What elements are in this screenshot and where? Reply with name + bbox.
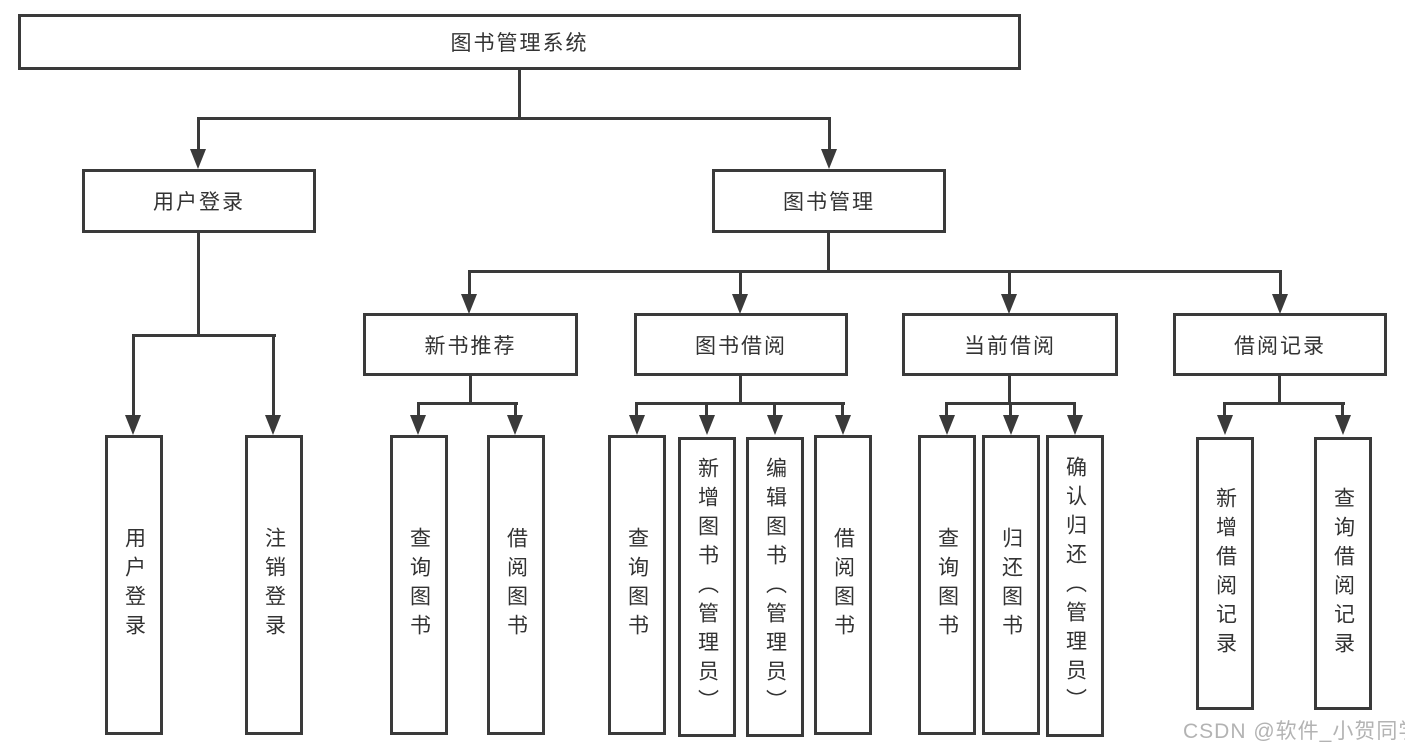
node-borrowing-records: 借阅记录 xyxy=(1173,313,1387,376)
connector-line xyxy=(132,334,276,337)
connector-line xyxy=(1073,402,1076,418)
connector-line xyxy=(417,402,518,405)
connector-line xyxy=(514,402,517,418)
leaf-borrowing-query-books: 查询图书 xyxy=(608,435,666,735)
connector-line xyxy=(705,402,708,418)
node-label: 当前借阅 xyxy=(964,334,1056,358)
connector-line xyxy=(197,117,200,152)
arrowhead-down-icon xyxy=(732,294,748,314)
leaf-label: 新增借阅记录 xyxy=(1213,486,1237,661)
leaf-label: 确认归还（管理员） xyxy=(1063,455,1087,717)
arrowhead-down-icon xyxy=(1272,294,1288,314)
node-book-management: 图书管理 xyxy=(712,169,946,233)
leaf-current-query-books: 查询图书 xyxy=(918,435,976,735)
leaf-label: 注销登录 xyxy=(262,527,286,643)
leaf-label: 查询图书 xyxy=(935,527,959,643)
connector-line xyxy=(739,376,742,404)
leaf-label: 归还图书 xyxy=(999,527,1023,643)
leaf-label: 借阅图书 xyxy=(504,527,528,643)
leaf-add-books-admin: 新增图书（管理员） xyxy=(678,437,736,737)
arrowhead-down-icon xyxy=(461,294,477,314)
arrowhead-down-icon xyxy=(410,415,426,435)
node-label: 图书管理系统 xyxy=(450,32,589,55)
leaf-return-books: 归还图书 xyxy=(982,435,1040,735)
connector-line xyxy=(272,334,275,416)
arrowhead-down-icon xyxy=(265,415,281,435)
node-label: 新书推荐 xyxy=(424,334,517,358)
arrowhead-down-icon xyxy=(1001,294,1017,314)
arrowhead-down-icon xyxy=(821,149,837,169)
arrowhead-down-icon xyxy=(1067,415,1083,435)
connector-line xyxy=(417,402,420,418)
leaf-label: 新增图书（管理员） xyxy=(695,456,719,718)
connector-line xyxy=(1008,376,1011,404)
leaf-label: 查询图书 xyxy=(407,527,431,643)
node-label: 用户登录 xyxy=(153,191,245,214)
leaf-newbook-query-books: 查询图书 xyxy=(390,435,448,735)
connector-line xyxy=(635,402,845,405)
node-book-borrowing: 图书借阅 xyxy=(634,313,848,376)
leaf-user-login: 用户登录 xyxy=(105,435,163,735)
leaf-confirm-return-admin: 确认归还（管理员） xyxy=(1046,435,1104,737)
arrowhead-down-icon xyxy=(939,415,955,435)
leaf-edit-books-admin: 编辑图书（管理员） xyxy=(746,437,804,737)
connector-line xyxy=(132,334,135,416)
connector-line xyxy=(827,233,830,273)
connector-line xyxy=(197,233,200,337)
arrowhead-down-icon xyxy=(1335,415,1351,435)
arrowhead-down-icon xyxy=(835,415,851,435)
connector-line xyxy=(1223,402,1345,405)
connector-line xyxy=(828,117,831,152)
leaf-newbook-borrow-books: 借阅图书 xyxy=(487,435,545,735)
connector-line xyxy=(197,117,831,120)
leaf-label: 查询图书 xyxy=(625,527,649,643)
connector-line xyxy=(739,270,742,296)
arrowhead-down-icon xyxy=(190,149,206,169)
leaf-label: 用户登录 xyxy=(122,527,146,643)
node-label: 图书管理 xyxy=(783,191,875,214)
node-user-login: 用户登录 xyxy=(82,169,316,233)
node-library-management-system: 图书管理系统 xyxy=(18,14,1021,70)
node-current-borrowing: 当前借阅 xyxy=(902,313,1118,376)
leaf-label: 编辑图书（管理员） xyxy=(763,456,787,718)
connector-line xyxy=(1279,270,1282,296)
connector-line xyxy=(1008,270,1011,296)
connector-line xyxy=(1341,402,1344,418)
connector-line xyxy=(468,270,1282,273)
connector-line xyxy=(518,70,521,119)
arrowhead-down-icon xyxy=(699,415,715,435)
arrowhead-down-icon xyxy=(507,415,523,435)
leaf-borrowing-borrow-books: 借阅图书 xyxy=(814,435,872,735)
arrowhead-down-icon xyxy=(1217,415,1233,435)
node-label: 借阅记录 xyxy=(1234,334,1326,358)
leaf-label: 借阅图书 xyxy=(831,527,855,643)
connector-line xyxy=(469,376,472,404)
arrowhead-down-icon xyxy=(1003,415,1019,435)
arrowhead-down-icon xyxy=(629,415,645,435)
arrowhead-down-icon xyxy=(125,415,141,435)
leaf-logout: 注销登录 xyxy=(245,435,303,735)
node-label: 图书借阅 xyxy=(695,334,787,358)
connector-line xyxy=(468,270,471,296)
node-new-book-recommend: 新书推荐 xyxy=(363,313,578,376)
connector-line xyxy=(1278,376,1281,404)
connector-line xyxy=(1009,402,1012,418)
csdn-watermark: CSDN @软件_小贺同学 xyxy=(1183,720,1405,743)
leaf-query-borrow-record: 查询借阅记录 xyxy=(1314,437,1372,710)
leaf-label: 查询借阅记录 xyxy=(1331,486,1355,661)
connector-line xyxy=(1223,402,1226,418)
connector-line xyxy=(945,402,948,418)
leaf-add-borrow-record: 新增借阅记录 xyxy=(1196,437,1254,710)
connector-line xyxy=(635,402,638,418)
arrowhead-down-icon xyxy=(767,415,783,435)
connector-line xyxy=(841,402,844,418)
connector-line xyxy=(773,402,776,418)
